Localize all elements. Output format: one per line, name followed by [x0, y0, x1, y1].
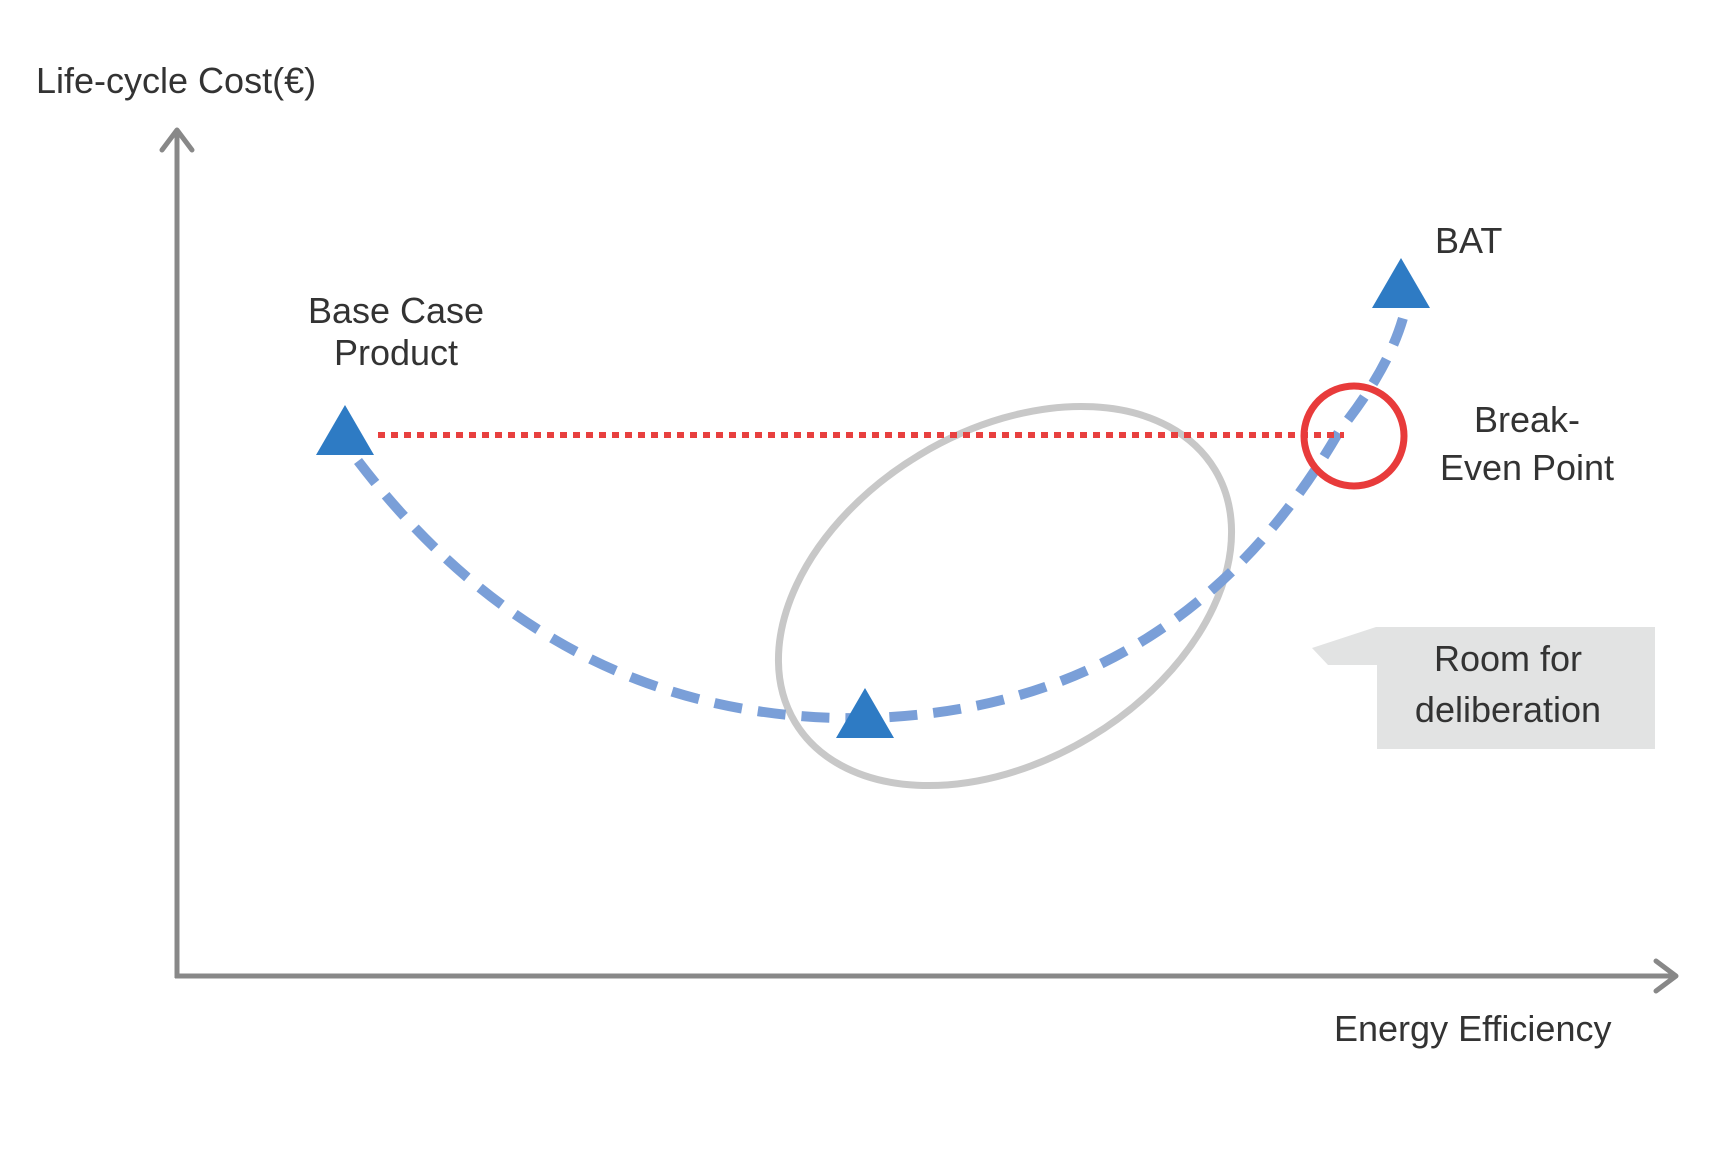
- base-case-label-line1: Base Case: [308, 290, 484, 331]
- y-axis-arrowhead: [159, 127, 195, 153]
- callout-box: [1312, 627, 1655, 749]
- break-even-label-line2: Even Point: [1440, 447, 1614, 488]
- base-case-marker: [316, 405, 374, 455]
- lifecycle-cost-curve: [354, 316, 1408, 724]
- base-case-label-line2: Product: [334, 332, 458, 373]
- break-even-label-line1: Break-: [1474, 399, 1580, 440]
- callout-text-line1: Room for: [1434, 638, 1582, 679]
- x-axis-label: Energy Efficiency: [1334, 1008, 1611, 1049]
- y-axis-label: Life-cycle Cost(€): [36, 60, 316, 101]
- bat-marker: [1372, 258, 1430, 308]
- callout-text-line2: deliberation: [1415, 689, 1601, 730]
- bat-label: BAT: [1435, 220, 1502, 261]
- deliberation-callout: Room for deliberation: [1312, 627, 1655, 749]
- x-axis-arrowhead: [1653, 958, 1679, 994]
- deliberation-ellipse: [774, 402, 1236, 790]
- axes: [159, 127, 1679, 994]
- least-cost-marker: [836, 688, 894, 738]
- break-even-circle: [1300, 382, 1408, 490]
